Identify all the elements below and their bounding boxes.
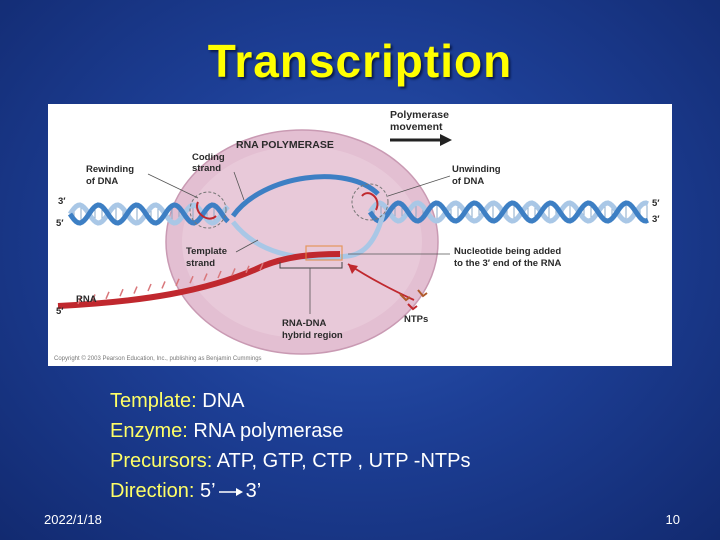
- rna-base: [203, 273, 208, 281]
- fact-label: Enzyme:: [110, 420, 188, 442]
- label-polymerase-movement-2: movement: [390, 121, 443, 133]
- label-polymerase-movement-1: Polymerase: [390, 109, 449, 121]
- label-hybrid-1: RNA-DNA: [282, 318, 326, 329]
- fact-label: Precursors:: [110, 450, 213, 472]
- fact-value: RNA polymerase: [193, 420, 344, 442]
- rna-base: [77, 296, 82, 305]
- label-hybrid-2: hybrid region: [282, 330, 343, 341]
- rna-base: [91, 294, 96, 302]
- label-left-3prime: 3′: [58, 196, 66, 207]
- rna-strand: [57, 251, 341, 309]
- rna-base: [147, 283, 152, 292]
- slide-date: 2022/1/18: [44, 512, 102, 527]
- rewinding-arrow-icon: [196, 201, 217, 220]
- label-nucleotide-added-1: Nucleotide being added: [454, 246, 561, 257]
- right-arrow-icon: [218, 487, 243, 496]
- label-right-3prime: 3′: [652, 214, 660, 225]
- rna-base: [231, 268, 236, 276]
- label-rna: RNA: [76, 294, 97, 305]
- figure-copyright: Copyright © 2003 Pearson Education, Inc.…: [54, 355, 262, 362]
- label-coding-strand-2: strand: [192, 163, 221, 174]
- label-rewinding-1: Rewinding: [86, 164, 134, 175]
- label-rewinding-2: of DNA: [86, 176, 118, 187]
- fact-precursors: Precursors: ATP, GTP, CTP , UTP -NTPs: [110, 446, 470, 476]
- label-nucleotide-added-2: to the 3′ end of the RNA: [454, 258, 561, 269]
- unwinding-arrow-icon: [361, 192, 379, 211]
- slide-title: Transcription: [207, 35, 513, 87]
- fact-direction: Direction: 5’ 3’: [110, 476, 470, 506]
- unwinding-marker: [351, 183, 389, 221]
- polymerase-movement-arrowhead: [440, 134, 452, 146]
- label-ntps: NTPs: [404, 314, 428, 325]
- rna-base: [175, 278, 180, 287]
- fact-label: Direction:: [110, 480, 195, 502]
- dna-double-helix-right: [367, 200, 649, 224]
- rna-base: [189, 275, 194, 284]
- hybrid-bracket: [279, 262, 343, 269]
- rna-base: [133, 286, 138, 294]
- dna-backbone-light: [367, 200, 649, 224]
- rewinding-marker: [189, 191, 227, 229]
- label-template-strand-2: strand: [186, 258, 215, 269]
- rna-base: [161, 281, 166, 289]
- fact-template: Template: DNA: [110, 386, 470, 416]
- label-rna-5prime: 5′: [56, 306, 64, 317]
- slide-page-number: 10: [665, 512, 680, 527]
- label-right-5prime: 5′: [652, 198, 660, 209]
- transcription-facts: Template: DNA Enzyme: RNA polymerase Pre…: [110, 386, 470, 506]
- polymerase-highlight: [182, 146, 422, 338]
- nucleotide-highlight: [305, 245, 343, 261]
- leader-lines: [147, 171, 451, 314]
- label-template-strand-1: Template: [186, 246, 227, 257]
- transcription-diagram: Polymerase movement RNA POLYMERASE Codin…: [48, 104, 672, 366]
- label-coding-strand-1: Coding: [192, 152, 225, 163]
- transcription-illustration: Polymerase movement RNA POLYMERASE Codin…: [54, 109, 660, 362]
- rna-bases: [77, 262, 264, 305]
- dna-backbone-dark: [367, 200, 649, 224]
- fact-value: DNA: [202, 390, 245, 412]
- rna-base: [245, 265, 250, 274]
- rna-base: [259, 262, 264, 271]
- fact-label: Template:: [110, 390, 197, 412]
- rna-base: [119, 288, 124, 297]
- coding-strand: [230, 174, 380, 218]
- label-unwinding-2: of DNA: [452, 176, 484, 187]
- label-left-5prime: 5′: [56, 218, 64, 229]
- rna-base: [105, 291, 110, 300]
- rna-base: [217, 270, 222, 279]
- direction-start: 5’: [200, 480, 216, 502]
- direction-end: 3’: [245, 480, 262, 502]
- fact-enzyme: Enzyme: RNA polymerase: [110, 416, 470, 446]
- label-rna-polymerase: RNA POLYMERASE: [236, 139, 334, 151]
- ntp-arrowhead: [348, 264, 358, 274]
- fact-value: ATP, GTP, CTP , UTP -NTPs: [216, 450, 471, 472]
- label-unwinding-1: Unwinding: [452, 164, 501, 175]
- ntp-molecules: [399, 289, 428, 311]
